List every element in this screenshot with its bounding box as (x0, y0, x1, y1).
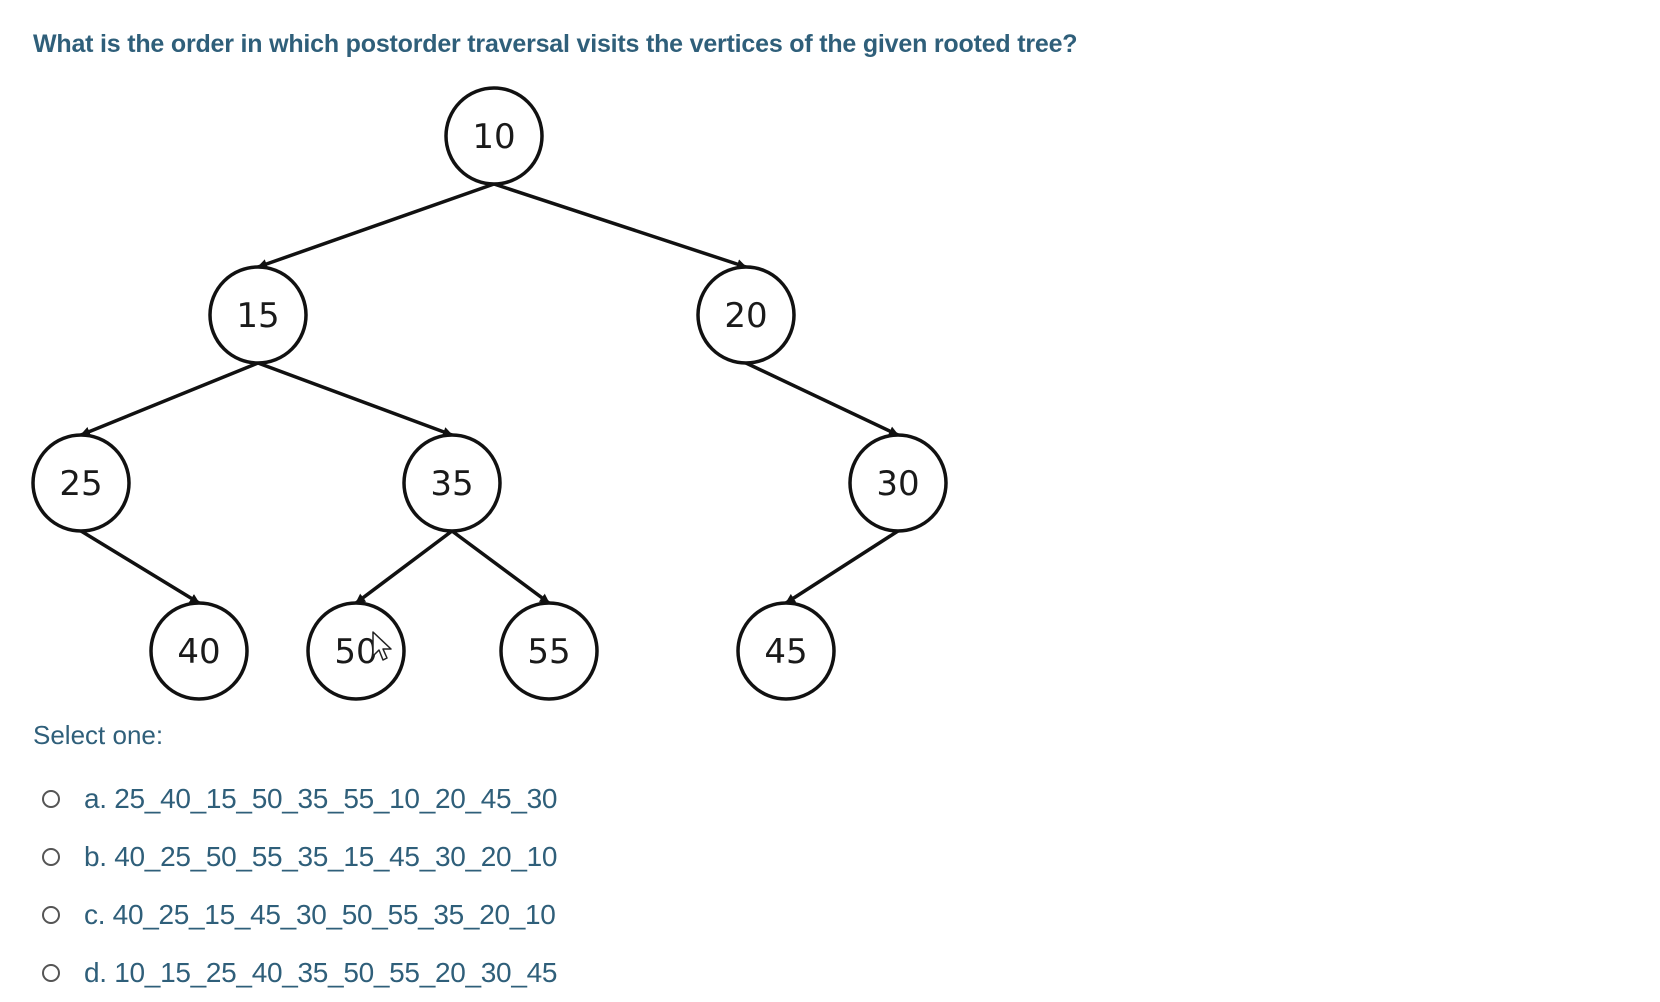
option-b[interactable]: b. 40_25_50_55_35_15_45_30_20_10 (42, 828, 557, 886)
tree-edge-35-50 (354, 529, 454, 605)
option-a-text[interactable]: a. 25_40_15_50_35_55_10_20_45_30 (84, 783, 558, 814)
tree-node-circle (149, 601, 249, 701)
tree-node-label: 30 (876, 464, 919, 504)
answer-options: a. 25_40_15_50_35_55_10_20_45_30 b. 40_2… (42, 770, 557, 1002)
option-b-text[interactable]: b. 40_25_50_55_35_15_45_30_20_10 (84, 841, 558, 872)
tree-node-20: 20 (696, 265, 796, 365)
tree-node-circle (499, 601, 599, 701)
select-one-prompt: Select one: (33, 720, 164, 750)
tree-node-30: 30 (848, 433, 948, 533)
radio-button-b[interactable] (42, 848, 60, 866)
tree-edges (80, 182, 899, 605)
tree-nodes: 10 15 20 25 35 30 40 50 55 45 (31, 86, 948, 701)
tree-node-circle (306, 601, 406, 701)
mouse-pointer-icon (372, 631, 392, 661)
tree-edge-15-35 (257, 361, 453, 437)
tree-node-40: 40 (149, 601, 249, 701)
tree-node-label: 40 (177, 632, 220, 672)
tree-node-label: 15 (236, 296, 279, 336)
tree-node-25: 25 (31, 433, 131, 533)
tree-node-label: 35 (430, 464, 473, 504)
tree-node-label: 20 (724, 296, 767, 336)
tree-node-label: 55 (527, 632, 570, 672)
tree-node-50: 50 (306, 601, 406, 701)
tree-edge-25-40 (80, 529, 200, 605)
tree-node-circle (736, 601, 836, 701)
option-c-text[interactable]: c. 40_25_15_45_30_50_55_35_20_10 (84, 899, 556, 930)
tree-edge-10-15 (257, 182, 495, 269)
radio-button-d[interactable] (42, 964, 60, 982)
option-d[interactable]: d. 10_15_25_40_35_50_55_20_30_45 (42, 944, 557, 1002)
tree-node-35: 35 (402, 433, 502, 533)
option-a[interactable]: a. 25_40_15_50_35_55_10_20_45_30 (42, 770, 557, 828)
question-text: What is the order in which postorder tra… (33, 30, 1078, 58)
tree-node-10: 10 (444, 86, 544, 186)
tree-node-label: 50 (334, 632, 377, 672)
tree-node-circle (402, 433, 502, 533)
tree-node-45: 45 (736, 601, 836, 701)
tree-node-55: 55 (499, 601, 599, 701)
tree-node-circle (208, 265, 308, 365)
tree-edge-30-45 (785, 529, 899, 605)
option-d-text[interactable]: d. 10_15_25_40_35_50_55_20_30_45 (84, 957, 558, 988)
tree-node-circle (848, 433, 948, 533)
radio-button-a[interactable] (42, 790, 60, 808)
tree-node-circle (31, 433, 131, 533)
tree-node-circle (444, 86, 544, 186)
tree-node-circle (696, 265, 796, 365)
tree-edge-20-30 (745, 361, 899, 437)
radio-button-c[interactable] (42, 906, 60, 924)
tree-node-15: 15 (208, 265, 308, 365)
tree-edge-10-20 (493, 182, 747, 269)
tree-edge-15-25 (80, 361, 259, 437)
option-c[interactable]: c. 40_25_15_45_30_50_55_35_20_10 (42, 886, 557, 944)
tree-edge-35-55 (450, 529, 551, 605)
tree-node-label: 25 (59, 464, 102, 504)
tree-node-label: 10 (472, 117, 515, 157)
tree-node-label: 45 (764, 632, 807, 672)
